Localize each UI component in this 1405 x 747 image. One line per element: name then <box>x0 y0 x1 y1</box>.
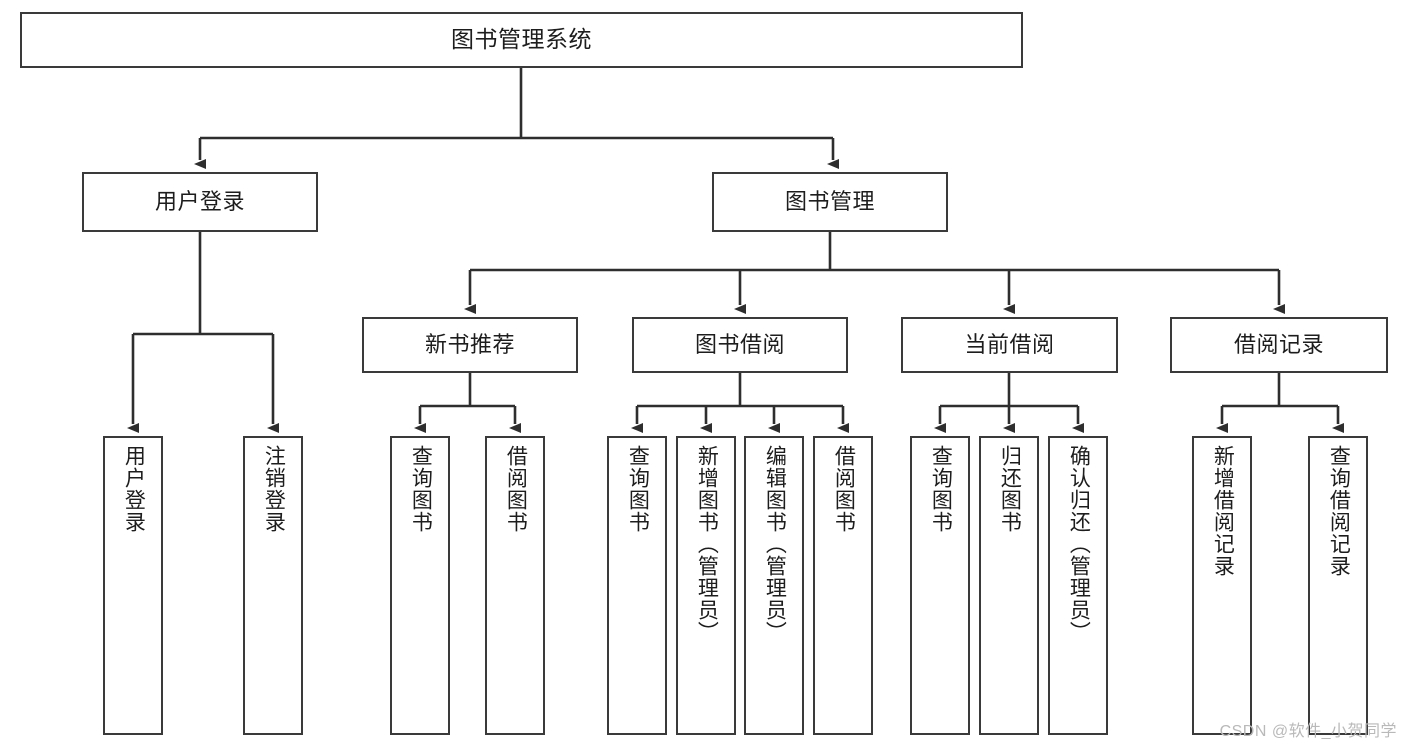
node-book-borrow[interactable]: 图书借阅 <box>632 317 848 373</box>
node-borrow-record[interactable]: 借阅记录 <box>1170 317 1388 373</box>
leaf-current-borrow-query[interactable]: 查询图书 <box>910 436 970 735</box>
node-label: 归还图书 <box>998 445 1022 533</box>
leaf-new-book-borrow[interactable]: 借阅图书 <box>485 436 545 735</box>
node-label: 图书管理 <box>784 188 875 214</box>
node-label: 当前借阅 <box>964 331 1055 357</box>
node-label: 借阅记录 <box>1233 331 1324 357</box>
leaf-current-borrow-return[interactable]: 归还图书 <box>979 436 1039 735</box>
leaf-book-borrow-add[interactable]: 新增图书（管理员） <box>676 436 736 735</box>
leaf-book-borrow-borrow[interactable]: 借阅图书 <box>813 436 873 735</box>
node-label: 图书借阅 <box>694 331 785 357</box>
node-label: 借阅图书 <box>832 445 856 533</box>
leaf-user-login-logout[interactable]: 注销登录 <box>243 436 303 735</box>
node-label: 新书推荐 <box>424 331 515 357</box>
watermark: CSDN @软件_小贺同学 <box>1219 723 1397 740</box>
node-label: 查询图书 <box>626 445 650 533</box>
node-root-system[interactable]: 图书管理系统 <box>20 12 1023 68</box>
leaf-current-borrow-confirm-return[interactable]: 确认归还（管理员） <box>1048 436 1108 735</box>
node-label: 确认归还（管理员） <box>1067 445 1091 643</box>
leaf-book-borrow-query[interactable]: 查询图书 <box>607 436 667 735</box>
node-label: 图书管理系统 <box>451 26 592 53</box>
node-user-login[interactable]: 用户登录 <box>82 172 318 232</box>
node-label: 注销登录 <box>262 445 286 533</box>
node-label: 查询图书 <box>929 445 953 533</box>
leaf-book-borrow-edit[interactable]: 编辑图书（管理员） <box>744 436 804 735</box>
node-book-management[interactable]: 图书管理 <box>712 172 948 232</box>
leaf-borrow-record-query[interactable]: 查询借阅记录 <box>1308 436 1368 735</box>
node-label: 编辑图书（管理员） <box>763 445 787 643</box>
leaf-borrow-record-add[interactable]: 新增借阅记录 <box>1192 436 1252 735</box>
node-label: 借阅图书 <box>504 445 528 533</box>
leaf-new-book-query[interactable]: 查询图书 <box>390 436 450 735</box>
node-label: 新增图书（管理员） <box>695 445 719 643</box>
leaf-user-login-login[interactable]: 用户登录 <box>103 436 163 735</box>
node-label: 用户登录 <box>122 445 146 533</box>
node-label: 新增借阅记录 <box>1211 445 1235 577</box>
node-label: 用户登录 <box>154 188 245 214</box>
node-new-book-recommend[interactable]: 新书推荐 <box>362 317 578 373</box>
node-label: 查询借阅记录 <box>1327 445 1351 577</box>
node-current-borrow[interactable]: 当前借阅 <box>901 317 1118 373</box>
node-label: 查询图书 <box>409 445 433 533</box>
